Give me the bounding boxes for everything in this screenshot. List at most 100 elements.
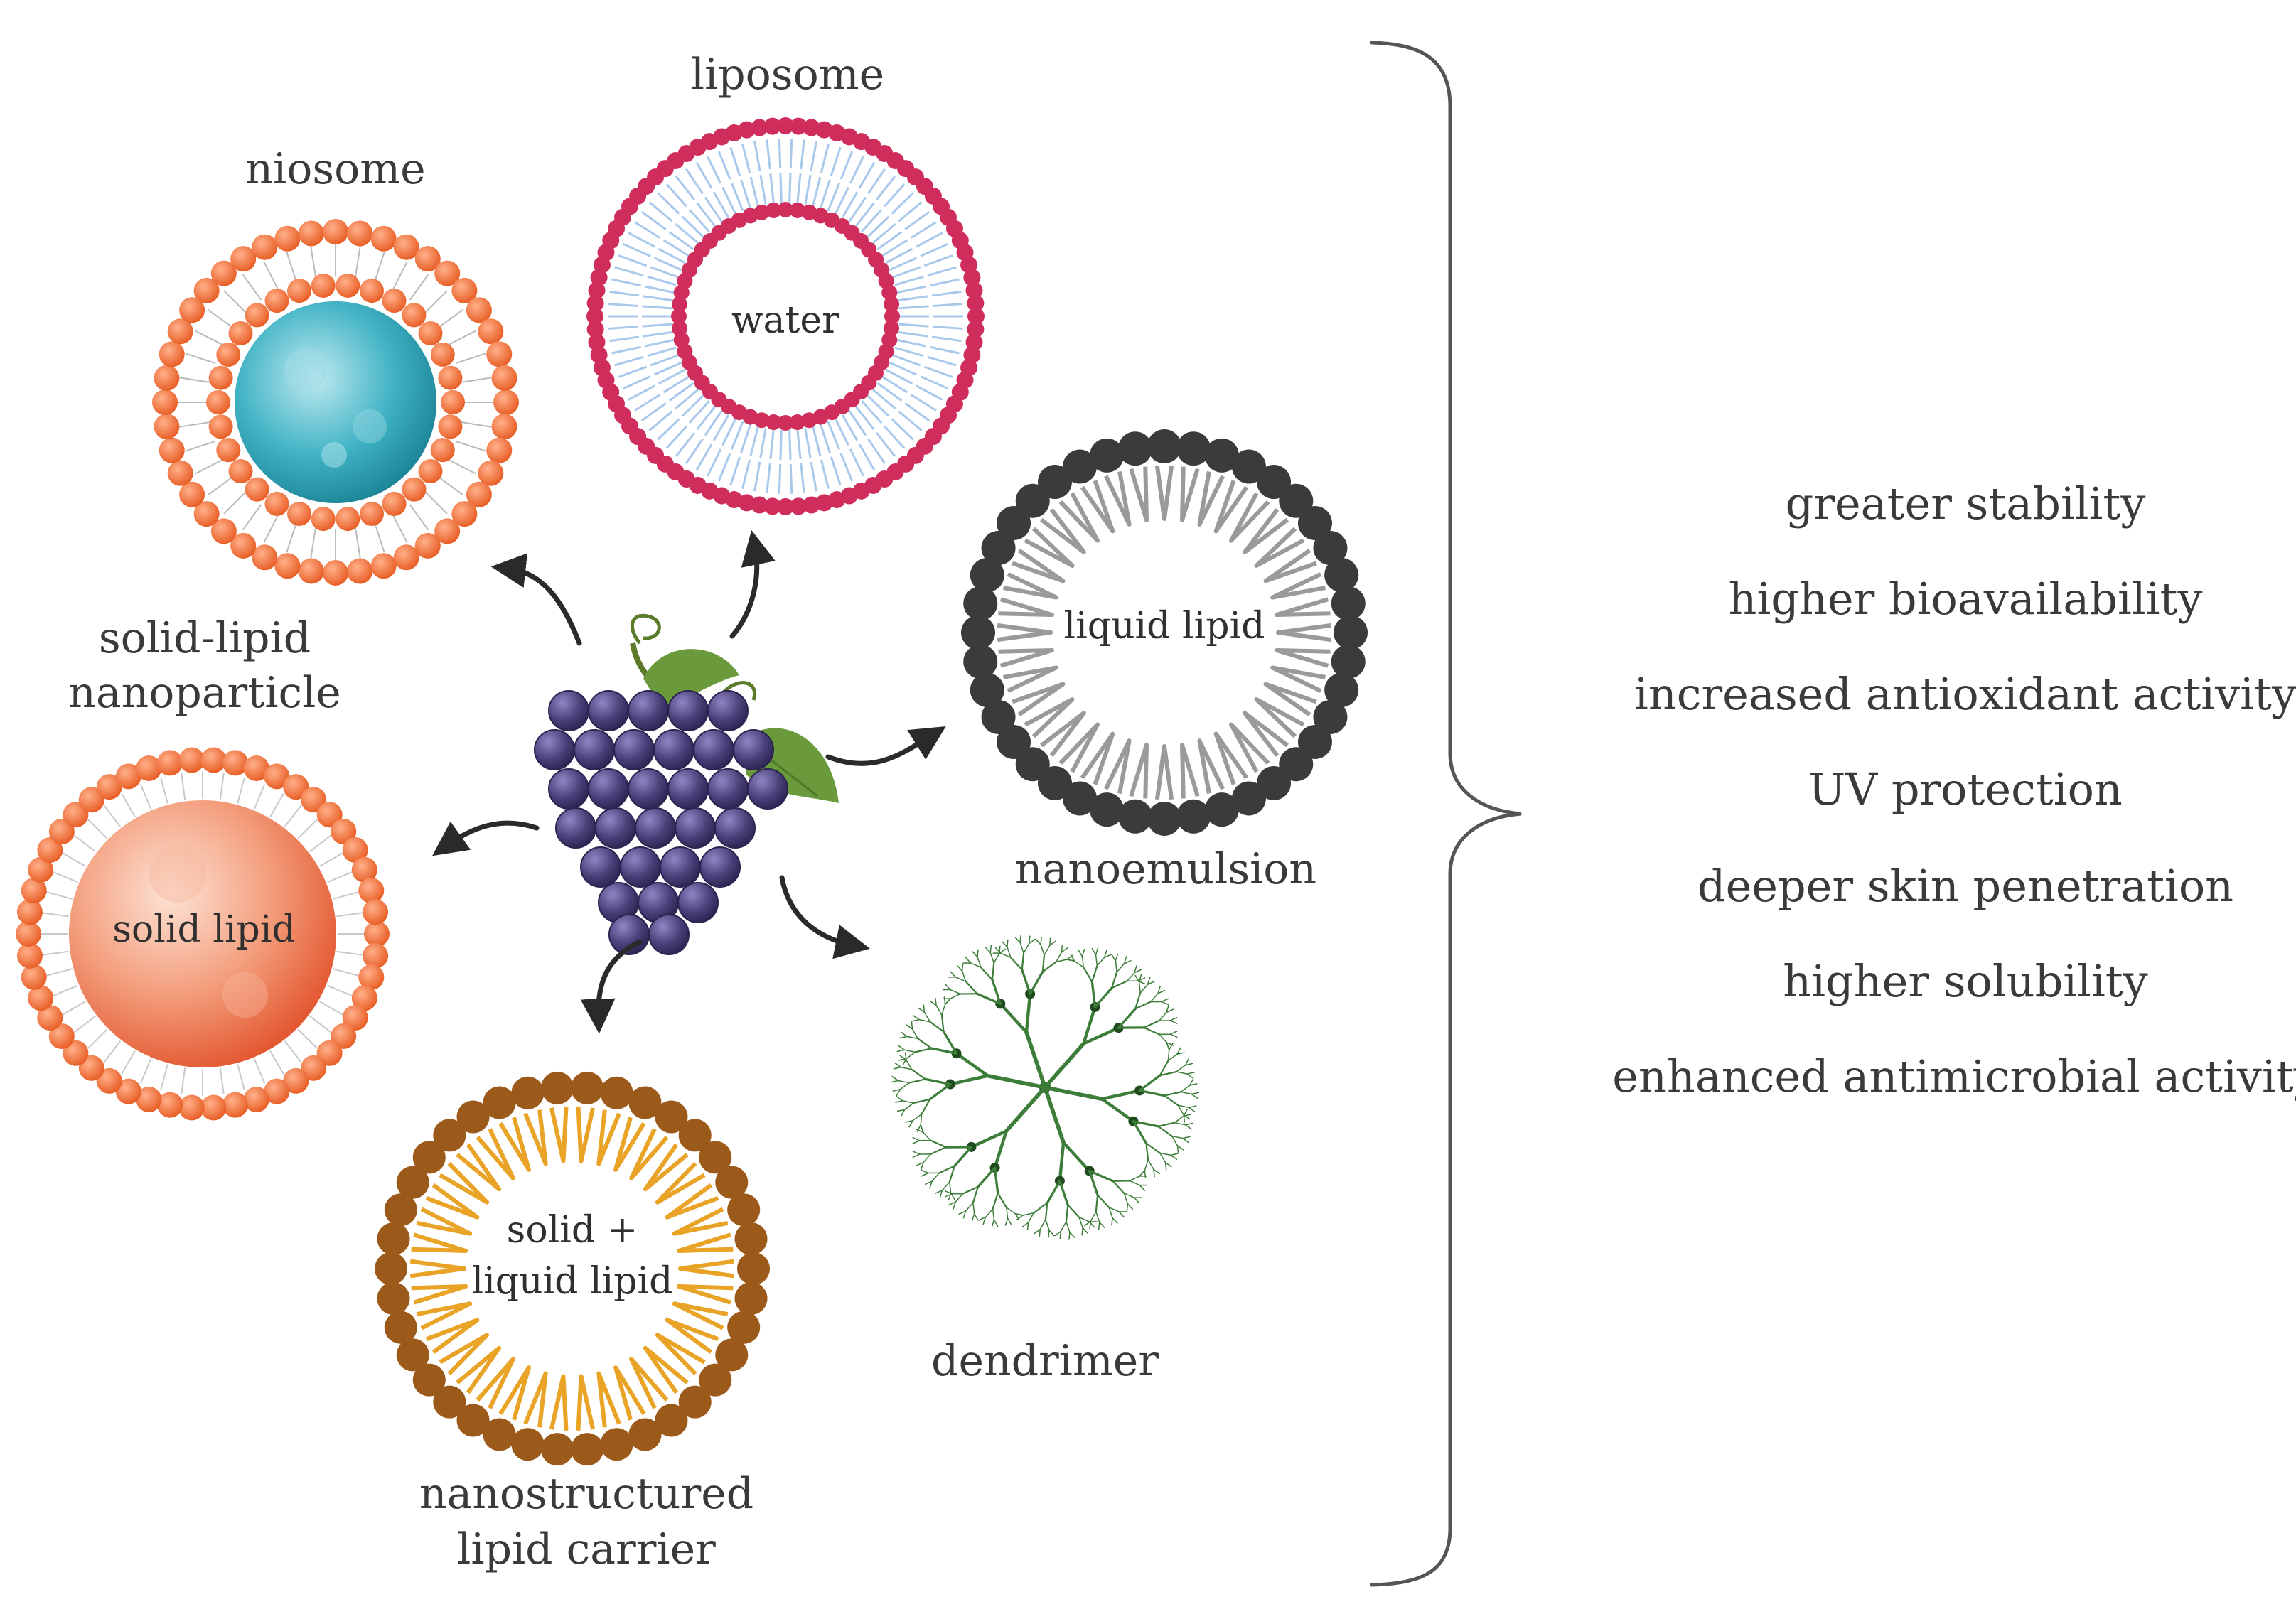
dendrimer-branch bbox=[1048, 1230, 1049, 1237]
dendrimer-branch bbox=[936, 1006, 942, 1015]
nlc-tail bbox=[457, 1348, 499, 1393]
liposome-tail bbox=[609, 291, 639, 296]
niosome-tail bbox=[410, 505, 429, 530]
dendrimer-branch bbox=[1097, 957, 1104, 966]
dendrimer-branch bbox=[1168, 1050, 1169, 1060]
liposome-tail bbox=[933, 327, 962, 329]
nanoemulsion-tail bbox=[1277, 650, 1330, 666]
sln-tail bbox=[141, 784, 151, 809]
sln-tail bbox=[122, 1051, 135, 1075]
dendrimer-branch bbox=[1130, 1176, 1139, 1181]
liposome-tail bbox=[642, 306, 672, 308]
grape-berry bbox=[660, 847, 700, 887]
liposome-tail bbox=[831, 457, 840, 485]
dendrimer-branch bbox=[1140, 984, 1147, 993]
dendrimer-branch bbox=[1045, 1087, 1063, 1143]
nanoemulsion-head bbox=[963, 645, 997, 679]
liposome-tail bbox=[719, 453, 730, 481]
liposome-tail bbox=[928, 267, 956, 276]
sln-head bbox=[16, 921, 41, 947]
nlc-head bbox=[483, 1086, 516, 1119]
sln-tail bbox=[104, 1041, 120, 1063]
sln-tail bbox=[336, 952, 363, 955]
grape-berry bbox=[556, 808, 596, 848]
liposome-tail bbox=[618, 255, 646, 265]
dendrimer-branch bbox=[942, 1004, 945, 1015]
liposome-tail bbox=[820, 424, 830, 453]
dendrimer-branch bbox=[950, 1182, 951, 1193]
grape-berry bbox=[649, 915, 689, 954]
niosome-head bbox=[206, 390, 230, 414]
dendrimer-branch bbox=[1170, 1021, 1176, 1023]
nanoemulsion-tail bbox=[999, 599, 1052, 615]
dendrimer-branch bbox=[1083, 967, 1092, 981]
dendrimer-branch bbox=[1049, 1230, 1054, 1236]
nanoemulsion-tail bbox=[997, 625, 1051, 640]
dendrimer-branch bbox=[1130, 1180, 1139, 1185]
dendrimer-structure: dendrimer bbox=[891, 935, 1199, 1386]
dendrimer-branch bbox=[1148, 1160, 1154, 1169]
niosome-head bbox=[431, 343, 455, 367]
niosome-head bbox=[486, 341, 512, 367]
dendrimer-branch bbox=[1040, 1220, 1046, 1230]
liposome-tail bbox=[859, 162, 874, 188]
liposome-tail bbox=[697, 444, 712, 470]
grape-berry bbox=[748, 769, 788, 809]
niosome-tail bbox=[195, 460, 222, 474]
nlc-tail bbox=[525, 1110, 546, 1164]
niosome-tail bbox=[461, 422, 491, 427]
sln-tail bbox=[53, 986, 77, 996]
liposome-tail bbox=[608, 304, 638, 306]
niosome-tail bbox=[425, 291, 447, 313]
nanoemulsion-label: nanoemulsion bbox=[1015, 844, 1316, 894]
grape-berry bbox=[734, 730, 773, 770]
grape-berry bbox=[715, 808, 755, 848]
dendrimer-branch bbox=[1096, 948, 1098, 955]
liposome-core-label: water bbox=[731, 299, 839, 342]
nlc-head bbox=[601, 1077, 633, 1109]
sln-tail bbox=[328, 872, 353, 883]
sln-tail bbox=[46, 969, 73, 976]
dendrimer-branch bbox=[1102, 1099, 1133, 1121]
liposome-tail bbox=[779, 464, 780, 494]
dendrimer-branch bbox=[962, 964, 963, 971]
nanoemulsion-tail bbox=[1157, 466, 1171, 519]
liposome-tail bbox=[707, 156, 720, 183]
liposome-tail bbox=[731, 147, 740, 176]
niosome-head bbox=[152, 389, 178, 415]
nanoemulsion-tail bbox=[999, 650, 1052, 666]
niosome-head bbox=[492, 414, 517, 439]
dendrimer-branch bbox=[1181, 1092, 1191, 1094]
sln-core-label: solid lipid bbox=[112, 908, 296, 951]
sln-tail bbox=[63, 853, 86, 866]
nanoemulsion-head bbox=[1118, 800, 1152, 834]
niosome-head bbox=[371, 553, 397, 579]
liposome-tail bbox=[790, 464, 791, 494]
liposome-tail bbox=[767, 463, 770, 493]
grape-berry bbox=[596, 808, 635, 848]
liposome-tail bbox=[798, 429, 800, 459]
dendrimer-branch bbox=[1186, 1124, 1193, 1125]
liposome-tail bbox=[868, 439, 884, 463]
sln-tail bbox=[237, 778, 245, 804]
dendrimer-branch bbox=[994, 954, 999, 964]
liposome-tail bbox=[623, 377, 650, 389]
nlc-tail bbox=[645, 1144, 687, 1189]
dendrimer-branch bbox=[918, 1038, 931, 1048]
liposome-tail bbox=[828, 421, 839, 449]
niosome-tail bbox=[456, 353, 486, 363]
liposome-tail bbox=[828, 183, 839, 211]
sln-tail bbox=[122, 794, 135, 817]
nlc-head bbox=[511, 1428, 544, 1461]
dendrimer-branch bbox=[1162, 999, 1168, 1001]
nanoemulsion-head bbox=[970, 673, 1004, 707]
liposome-tail bbox=[751, 426, 758, 456]
liposome-tail bbox=[611, 347, 640, 353]
grape-berry bbox=[574, 730, 614, 770]
dendrimer-branch bbox=[1082, 950, 1084, 957]
dendrimer-branch bbox=[985, 1209, 992, 1217]
dendrimer-branch bbox=[981, 967, 992, 979]
sln-tail bbox=[336, 913, 363, 916]
dendrimer-branch bbox=[900, 1036, 907, 1038]
liposome-tail bbox=[780, 430, 781, 460]
